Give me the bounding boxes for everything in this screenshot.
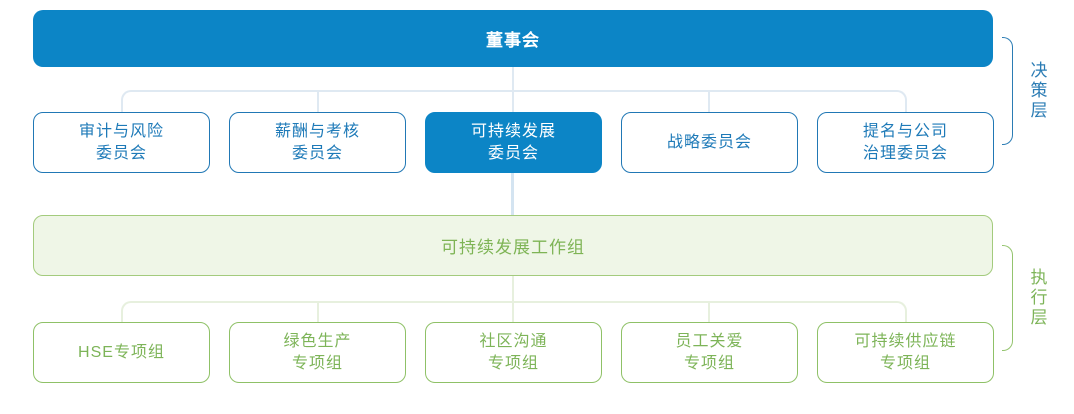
committee-node-audit-risk: 审计与风险 委员会 xyxy=(33,112,210,173)
committee-node-strategy: 战略委员会 xyxy=(621,112,798,173)
execution-layer-label: 执行层 xyxy=(1027,268,1047,328)
team-node-sustainable-supply-chain: 可持续供应链 专项组 xyxy=(817,322,994,383)
connector-trunk-workgroup xyxy=(512,276,514,322)
committee-node-nomination-governance: 提名与公司 治理委员会 xyxy=(817,112,994,173)
team-node-green-production: 绿色生产 专项组 xyxy=(229,322,406,383)
connector-stub-team-2 xyxy=(317,301,319,322)
board-node: 董事会 xyxy=(33,10,993,67)
connector-committee-to-workgroup xyxy=(511,173,514,216)
connector-trunk-board xyxy=(512,67,514,112)
connector-stub-committee-4 xyxy=(708,90,710,112)
committee-node-remuneration-assessment: 薪酬与考核 委员会 xyxy=(229,112,406,173)
workgroup-node-sustainable-development: 可持续发展工作组 xyxy=(33,215,993,276)
execution-layer-bracket xyxy=(1002,245,1013,351)
team-node-community-communication: 社区沟通 专项组 xyxy=(425,322,602,383)
decision-layer-label: 决策层 xyxy=(1027,61,1047,121)
committee-node-sustainable-development: 可持续发展 委员会 xyxy=(425,112,602,173)
connector-stub-committee-2 xyxy=(317,90,319,112)
decision-layer-bracket xyxy=(1002,37,1013,145)
team-node-employee-care: 员工关爱 专项组 xyxy=(621,322,798,383)
connector-stub-team-4 xyxy=(708,301,710,322)
connector-workgroup-to-teams xyxy=(121,301,907,322)
connector-board-to-committees xyxy=(121,90,907,112)
team-node-hse: HSE专项组 xyxy=(33,322,210,383)
